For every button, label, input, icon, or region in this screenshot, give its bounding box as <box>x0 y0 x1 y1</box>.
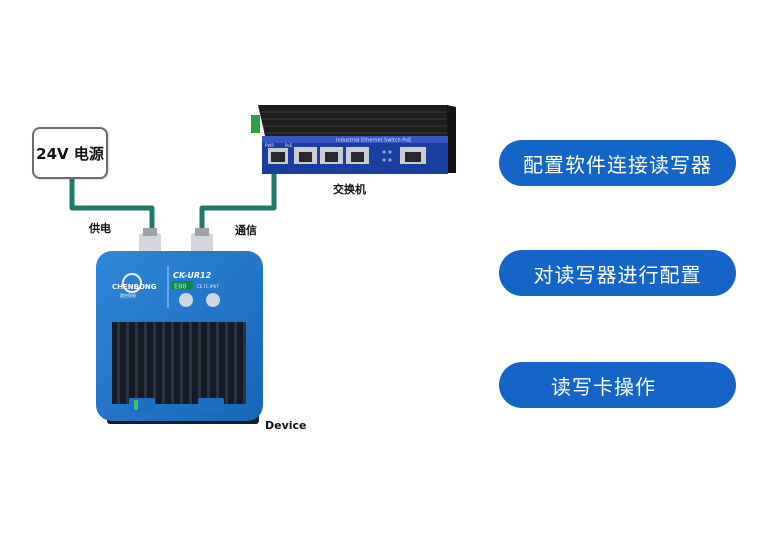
card-operation-button[interactable]: 读写卡操作 <box>499 362 736 408</box>
comm-label: 通信 <box>235 224 257 237</box>
ethernet-switch <box>251 105 456 174</box>
switch-label: 交换机 <box>333 183 366 196</box>
device-label: Device <box>265 419 307 432</box>
power-cable <box>69 179 155 240</box>
configure-reader-button[interactable]: 对读写器进行配置 <box>499 250 736 296</box>
comm-cable <box>199 158 277 240</box>
power-supply-label: 24V 电源 <box>36 144 104 163</box>
switch-port-label-pwr: PWR <box>265 143 274 148</box>
card-operation-label: 读写卡操作 <box>551 374 656 399</box>
switch-header-text: Industrial Ethernet Switch PoE <box>336 138 411 144</box>
reader-cert-marks: CE FC IP67 <box>197 284 219 289</box>
power-label: 供电 <box>89 222 111 235</box>
reader-brand-sub: 晨控智能 <box>120 292 136 298</box>
reader-model: CK-UR12 <box>173 271 212 280</box>
configure-reader-label: 对读写器进行配置 <box>533 262 702 287</box>
reader-display: E00 <box>174 283 187 291</box>
switch-port-label-poe: PoE <box>285 143 293 148</box>
rfid-reader <box>96 228 263 424</box>
connect-reader-button[interactable]: 配置软件连接读写器 <box>499 140 736 186</box>
power-supply-box: 24V 电源 <box>32 127 108 179</box>
connect-reader-label: 配置软件连接读写器 <box>523 152 712 177</box>
reader-brand: CHENBONG <box>112 283 157 291</box>
